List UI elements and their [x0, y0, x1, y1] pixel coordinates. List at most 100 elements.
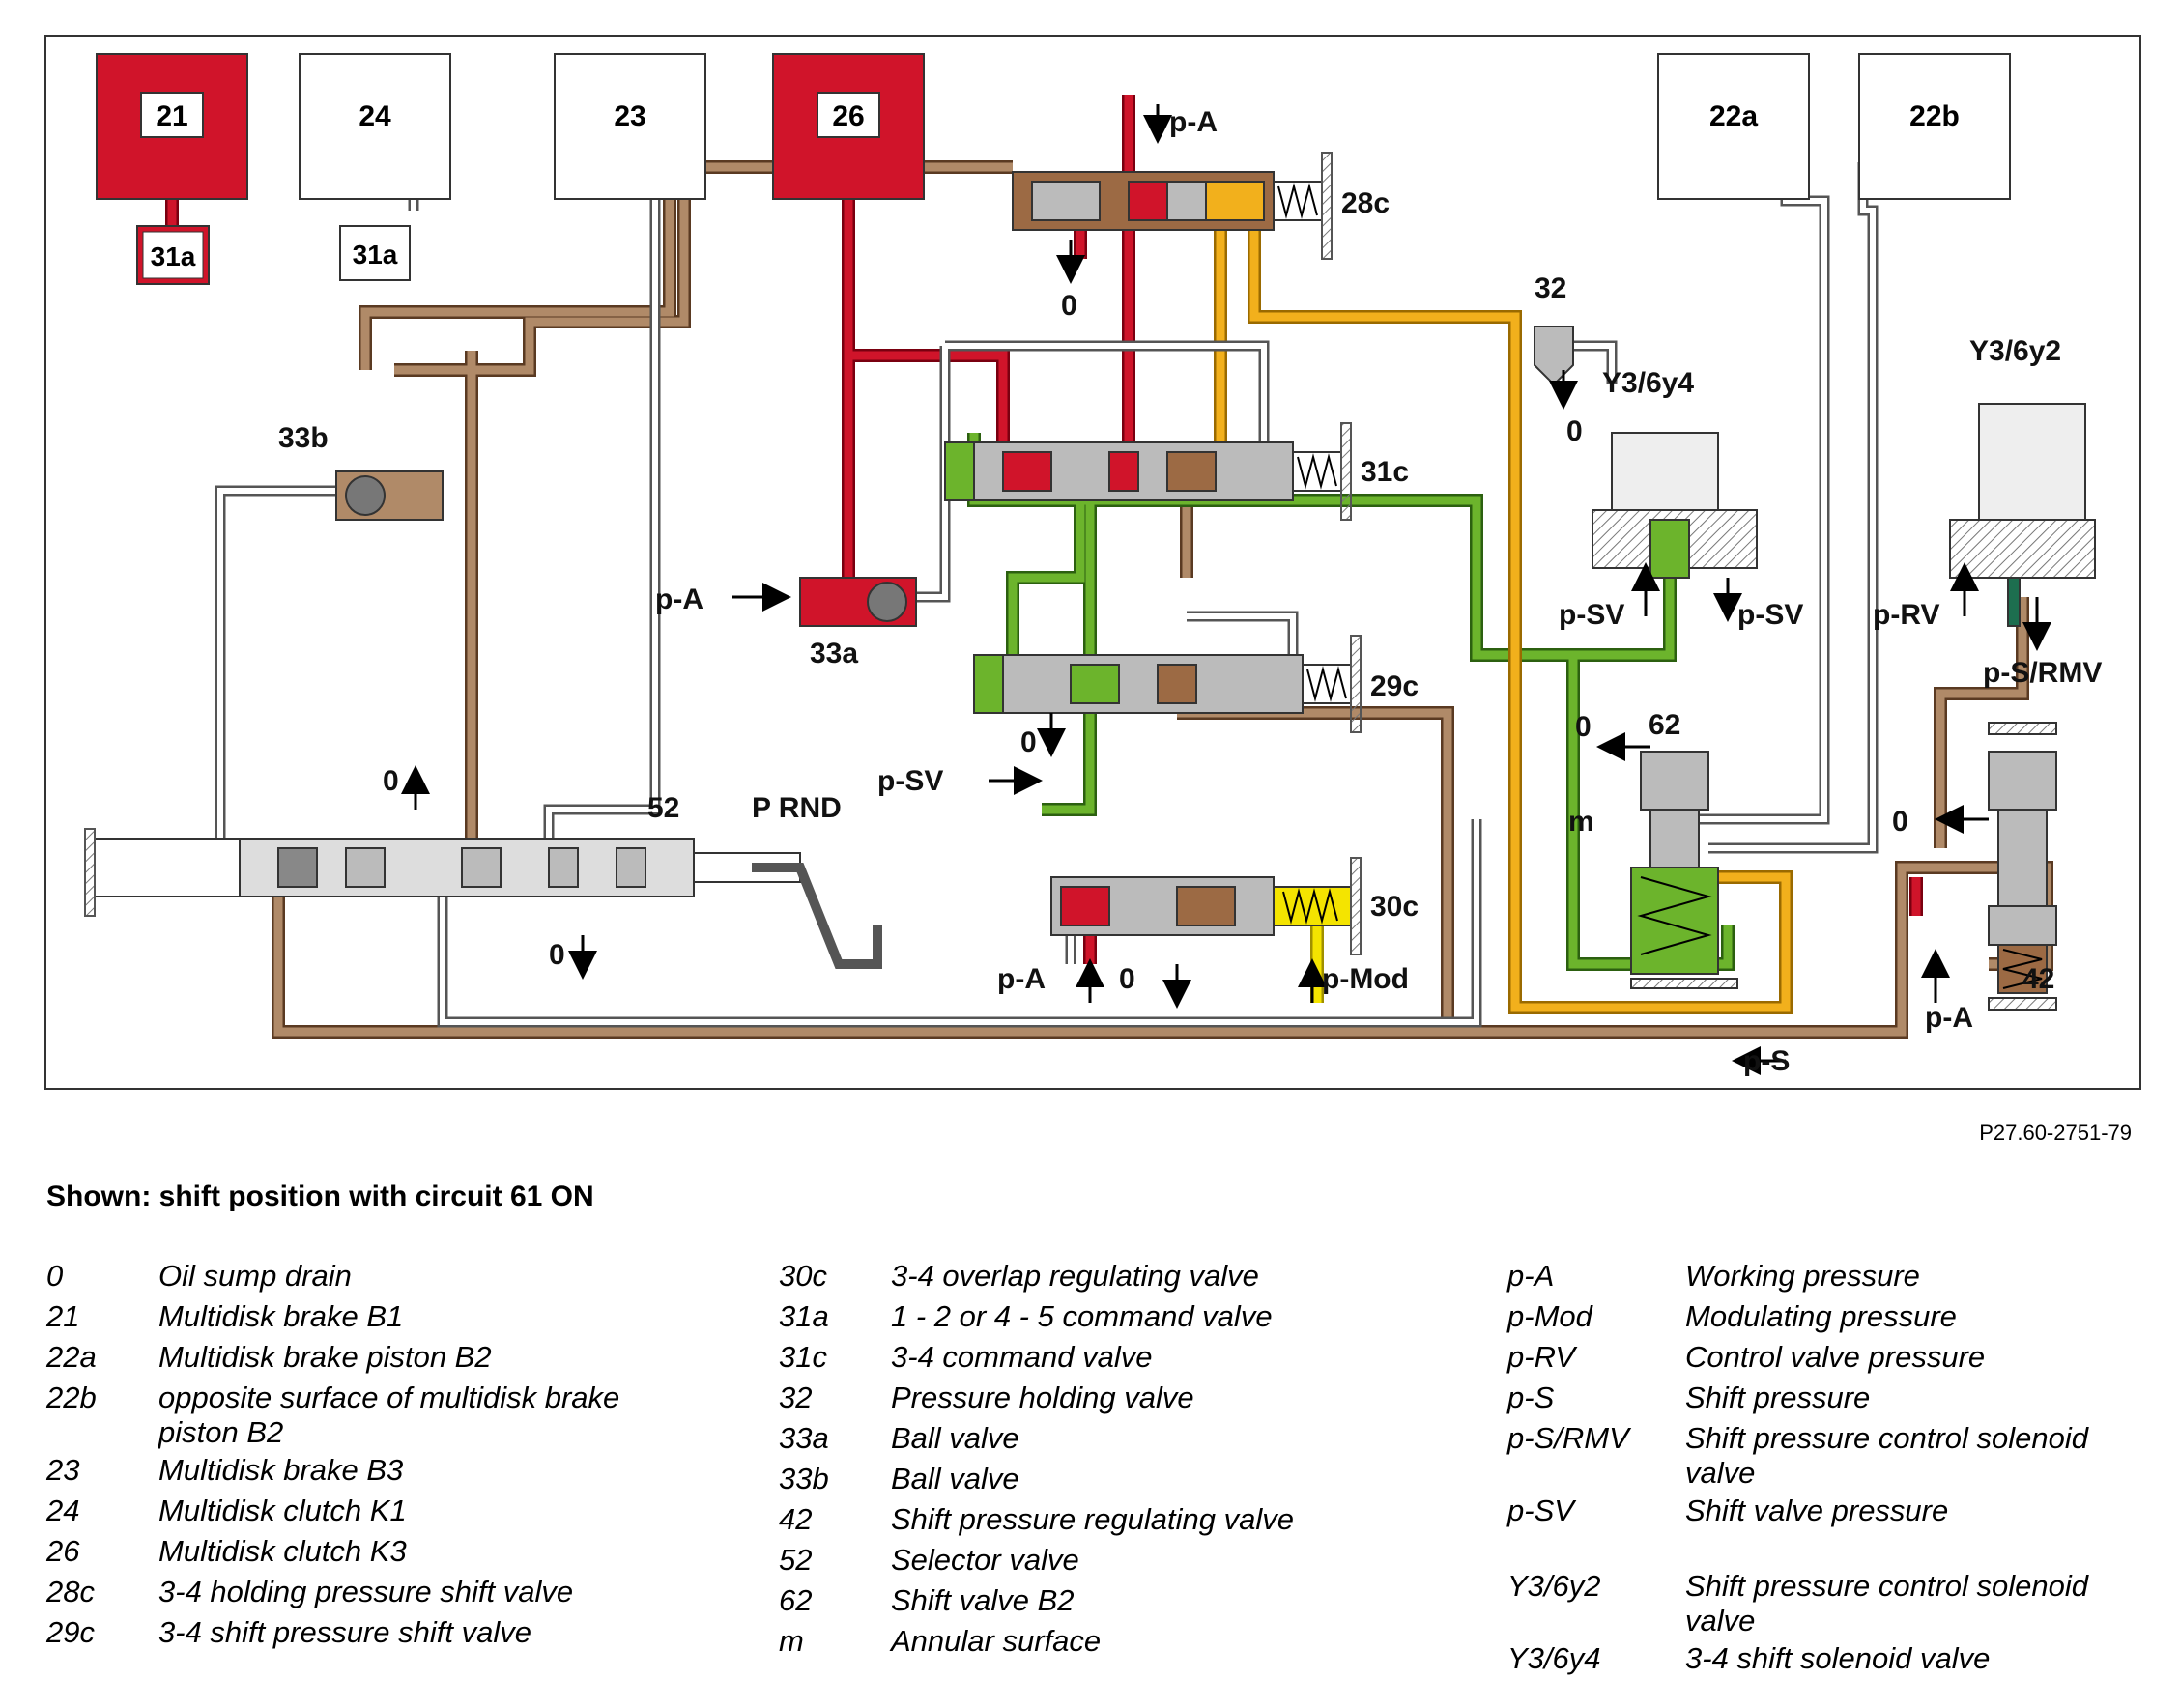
legend-code: 21	[46, 1299, 80, 1333]
valve-62	[1630, 751, 1738, 989]
label-zero-down-52: 0	[549, 939, 565, 971]
label-42: 42	[2022, 963, 2054, 995]
legend-code: 31a	[779, 1299, 829, 1333]
legend-code: p-S	[1507, 1381, 1555, 1414]
label-21: 21	[156, 100, 187, 132]
legend-code: 24	[46, 1494, 80, 1527]
valve-42	[1988, 722, 2057, 1011]
label-ps-rmv: p-S/RMV	[1983, 657, 2102, 689]
legend-code: 28c	[46, 1575, 95, 1608]
legend-code: Y3/6y2	[1507, 1569, 1601, 1603]
legend-item: 28c 3-4 holding pressure shift valve	[46, 1572, 703, 1612]
legend-code: 23	[46, 1453, 80, 1487]
label-22a: 22a	[1709, 100, 1758, 132]
legend-desc: Multidisk clutch K1	[158, 1494, 407, 1527]
label-psv-29c: p-SV	[877, 765, 943, 797]
legend-item: p-SV Shift valve pressure	[1507, 1491, 2145, 1531]
label-32: 32	[1535, 272, 1566, 304]
label-prnd: P RND	[752, 792, 842, 824]
legend-item: p-A Working pressure	[1507, 1256, 2145, 1296]
legend-spacer	[1507, 1531, 2145, 1566]
legend-item: 22b opposite surface of multidisk brake p…	[46, 1378, 703, 1450]
legend-desc: Multidisk brake B1	[158, 1299, 404, 1333]
legend-code: 33a	[779, 1421, 829, 1455]
legend-code: 26	[46, 1534, 80, 1568]
label-26: 26	[832, 100, 864, 132]
legend-desc: Shift pressure control solenoid valve	[1685, 1569, 2089, 1637]
legend-desc: Shift pressure	[1685, 1381, 1871, 1414]
legend-code: 31c	[779, 1340, 827, 1374]
label-31a-red: 31a	[151, 242, 196, 271]
label-m: m	[1568, 806, 1594, 838]
valve-31c	[944, 422, 1352, 521]
label-zero-30c: 0	[1119, 963, 1135, 995]
legend-desc: 3-4 holding pressure shift valve	[158, 1575, 574, 1608]
label-prv: p-RV	[1873, 599, 1939, 631]
legend-code: 42	[779, 1502, 813, 1536]
valve-52	[84, 828, 882, 969]
legend-desc: Annular surface	[891, 1624, 1102, 1658]
label-pa-42: p-A	[1925, 1002, 1973, 1034]
legend-code: 33b	[779, 1462, 829, 1495]
label-31c: 31c	[1361, 456, 1409, 488]
legend-desc: Multidisk brake B3	[158, 1453, 404, 1487]
figure-reference: P27.60-2751-79	[1979, 1121, 2132, 1145]
label-zero-28c: 0	[1061, 290, 1077, 322]
legend-desc: Shift valve pressure	[1685, 1494, 1949, 1527]
box-23	[554, 53, 706, 200]
legend-code: 0	[46, 1259, 64, 1293]
label-zero-32: 0	[1566, 415, 1583, 447]
legend-desc: Pressure holding valve	[891, 1381, 1194, 1414]
legend-code: p-S/RMV	[1507, 1421, 1629, 1455]
ball-valve-33b	[335, 470, 444, 521]
label-pmod: p-Mod	[1322, 963, 1409, 995]
label-zero-62: 0	[1575, 711, 1592, 743]
box-24	[299, 53, 451, 200]
valve-28c	[1012, 152, 1333, 260]
valve-32	[1534, 326, 1574, 386]
label-29c: 29c	[1370, 670, 1419, 702]
label-22b: 22b	[1909, 100, 1960, 132]
label-33b: 33b	[278, 422, 329, 454]
legend-desc: Working pressure	[1685, 1259, 1920, 1293]
legend-desc: Multidisk brake piston B2	[158, 1340, 492, 1374]
label-33a: 33a	[810, 638, 858, 669]
hydraulic-diagram: 21 24 23 26 22a 22b 31a 31a	[84, 53, 2102, 1077]
legend-item: 33b Ball valve	[779, 1459, 1378, 1499]
legend-desc: opposite surface of multidisk brake pist…	[158, 1381, 620, 1449]
legend-code: 30c	[779, 1259, 827, 1293]
legend-code: p-SV	[1507, 1494, 1574, 1527]
legend-item: m Annular surface	[779, 1621, 1378, 1662]
legend-code: 22b	[46, 1381, 97, 1414]
label-y3-6y2: Y3/6y2	[1969, 335, 2061, 367]
legend-desc: 3-4 command valve	[891, 1340, 1153, 1374]
legend-code: p-A	[1507, 1259, 1555, 1293]
legend-code: 22a	[46, 1340, 97, 1374]
legend-desc: Shift pressure control solenoid valve	[1685, 1421, 2089, 1490]
label-28c: 28c	[1341, 187, 1390, 219]
solenoid-y3-6y2	[1949, 403, 2096, 627]
label-zero-42: 0	[1892, 806, 1908, 838]
label-24: 24	[359, 100, 391, 132]
label-zero-up-52: 0	[383, 765, 399, 797]
diagram-caption: Shown: shift position with circuit 61 ON	[46, 1181, 594, 1212]
label-ps: p-S	[1743, 1045, 1790, 1077]
legend-code: m	[779, 1624, 804, 1658]
legend-code: 62	[779, 1583, 813, 1617]
legend-desc: Ball valve	[891, 1462, 1019, 1495]
hydraulic-diagram-frame: 21 24 23 26 22a 22b 31a 31a	[44, 35, 2141, 1090]
legend-desc: Control valve pressure	[1685, 1340, 1986, 1374]
legend-item: 24 Multidisk clutch K1	[46, 1491, 703, 1531]
legend-code: 29c	[46, 1615, 95, 1649]
legend-item: 21 Multidisk brake B1	[46, 1296, 703, 1337]
